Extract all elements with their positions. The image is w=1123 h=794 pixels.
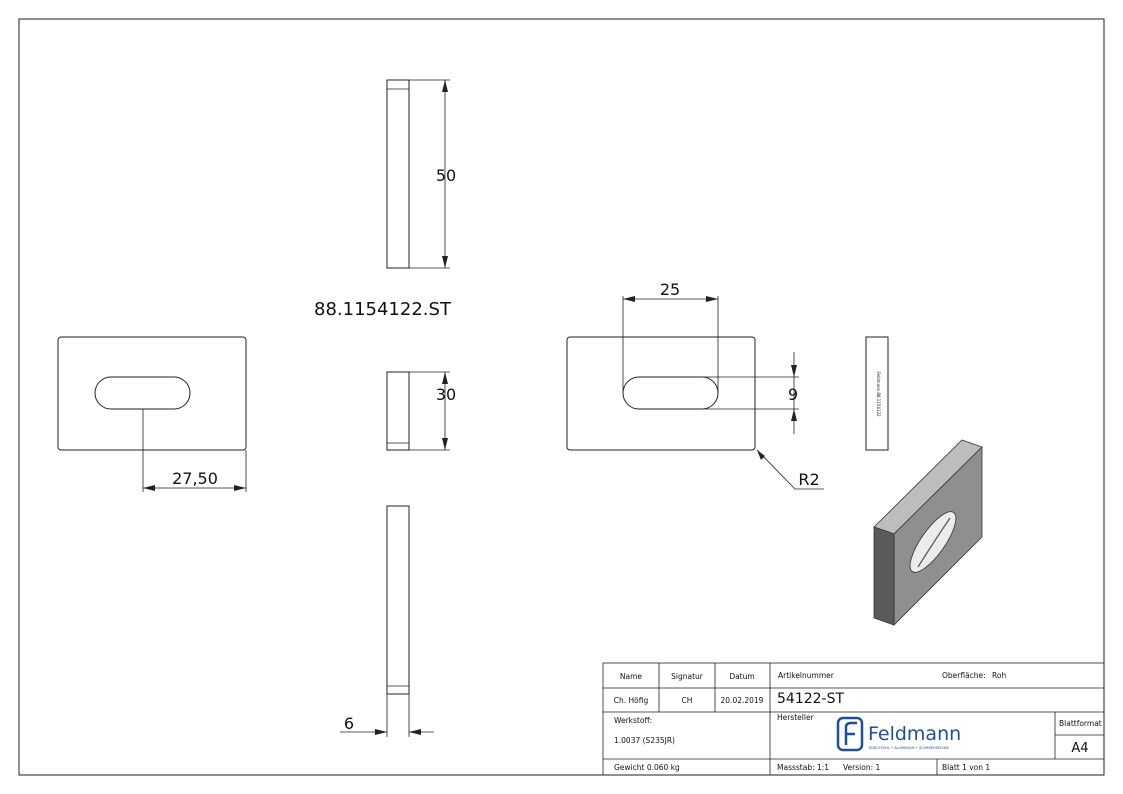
tb-datum-value: 20.02.2019	[721, 696, 764, 705]
tb-artikelnummer-value: 54122-ST	[777, 691, 844, 707]
tb-version: Version: 1	[843, 763, 880, 772]
dim-r2-label: R2	[798, 470, 819, 489]
feldmann-logo: Feldmann EDELSTAHL • ALUMINIUM • SCHMIED…	[836, 716, 961, 752]
tb-datum-label: Datum	[729, 672, 754, 681]
tb-artikelnummer-label: Artikelnummer	[778, 671, 835, 680]
dim-30-label: 30	[436, 385, 456, 404]
tb-hersteller-label: Hersteller	[777, 713, 815, 722]
dim-6-label: 6	[344, 714, 354, 733]
left-front-view	[57, 336, 247, 492]
title-block	[602, 662, 1105, 776]
tb-massstab: Massstab: 1:1	[777, 763, 829, 772]
logo-tagline: EDELSTAHL • ALUMINIUM • SCHMIEDEEISEN	[869, 746, 949, 750]
tb-blattformat-label: Blattformat	[1059, 719, 1102, 728]
tb-oberflaeche-value: Roh	[992, 671, 1006, 680]
tb-werkstoff-value: 1.0037 (S235JR)	[614, 736, 675, 745]
bottom-side-view	[340, 505, 434, 737]
top-side-view	[386, 79, 450, 269]
logo-name: Feldmann	[868, 723, 961, 745]
dim-50-label: 50	[436, 166, 456, 185]
tb-werkstoff-label: Werkstoff:	[614, 716, 652, 725]
tb-signatur-value: CH	[682, 696, 693, 705]
tb-name-value: Ch. Höfig	[614, 696, 649, 705]
drawing-border	[18, 18, 1105, 776]
dim-9-label: 9	[788, 385, 798, 404]
right-side-view: Feldmann 88.1154122	[865, 336, 889, 451]
tb-blatt: Blatt 1 von 1	[942, 763, 990, 772]
isometric-view	[873, 439, 983, 626]
tb-oberflaeche-label: Oberfläche:	[942, 671, 986, 680]
dim-25-label: 25	[660, 280, 680, 299]
part-code-label: 88.1154122.ST	[314, 299, 452, 320]
tb-blattformat-value: A4	[1071, 741, 1088, 756]
right-front-view	[566, 296, 824, 490]
tb-name-label: Name	[620, 672, 643, 681]
middle-side-view	[386, 371, 450, 451]
tb-gewicht: Gewicht 0.060 kg	[614, 763, 680, 772]
side-engraving-text: Feldmann 88.1154122	[876, 371, 881, 417]
dim-2750-label: 27,50	[172, 469, 218, 488]
tb-signatur-label: Signatur	[671, 672, 704, 681]
